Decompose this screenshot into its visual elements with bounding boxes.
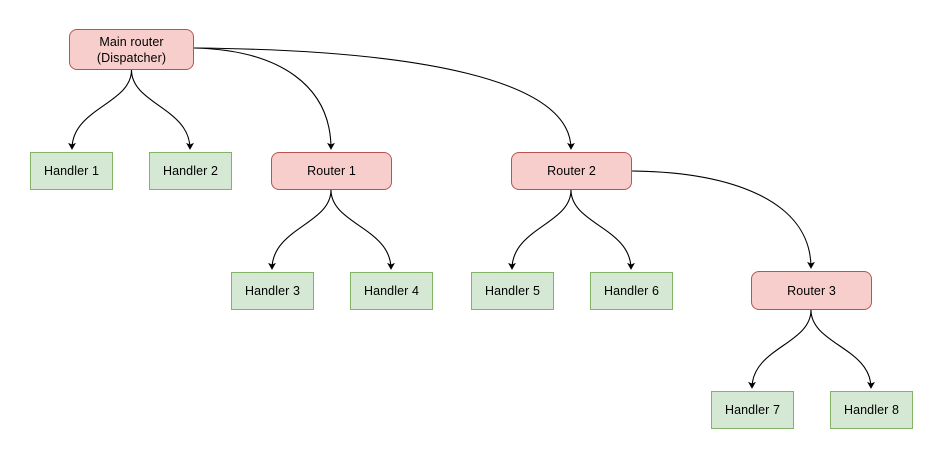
- edge-group: [68, 47, 875, 389]
- node-router-3[interactable]: Router 3: [751, 271, 872, 310]
- node-router-1[interactable]: Router 1: [271, 152, 392, 190]
- edge-router-2-to-handler-5: [508, 189, 572, 270]
- node-handler-4[interactable]: Handler 4: [350, 272, 433, 310]
- node-handler-8[interactable]: Handler 8: [830, 391, 913, 429]
- node-handler-3[interactable]: Handler 3: [231, 272, 314, 310]
- edge-main-to-router-1: [193, 47, 335, 150]
- edge-router-1-to-handler-3: [268, 189, 332, 270]
- node-handler-7[interactable]: Handler 7: [711, 391, 794, 429]
- edge-main-to-router-2: [193, 47, 575, 150]
- node-handler-1[interactable]: Handler 1: [30, 152, 113, 190]
- node-handler-6[interactable]: Handler 6: [590, 272, 673, 310]
- node-handler-5[interactable]: Handler 5: [471, 272, 554, 310]
- edge-router-3-to-handler-7: [748, 309, 812, 389]
- node-main-router[interactable]: Main router (Dispatcher): [69, 29, 194, 70]
- node-router-2[interactable]: Router 2: [511, 152, 632, 190]
- edge-main-to-handler-2: [130, 69, 194, 150]
- edge-router-1-to-handler-4: [330, 189, 395, 270]
- edge-router-2-to-handler-6: [570, 189, 635, 270]
- node-handler-2[interactable]: Handler 2: [149, 152, 232, 190]
- edge-router-2-to-router-3: [631, 170, 815, 269]
- edge-router-3-to-handler-8: [810, 309, 875, 389]
- edge-main-to-handler-1: [68, 69, 133, 150]
